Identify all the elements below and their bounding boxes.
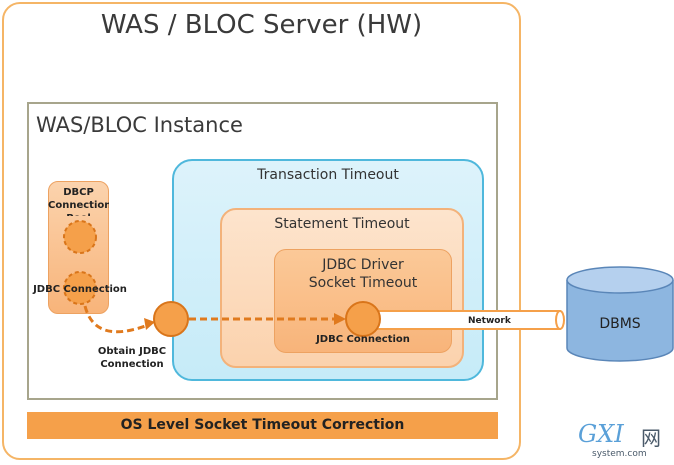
- network-pipe: [371, 310, 561, 330]
- obtain-arrow-head: [144, 318, 155, 330]
- watermark-domain: system.com: [592, 449, 647, 459]
- jdbc-driver-label: JDBC Driver Socket Timeout: [274, 256, 452, 292]
- os-timeout-bar: OS Level Socket Timeout Correction: [27, 412, 498, 439]
- watermark-logo-cjk: 网: [641, 426, 661, 450]
- network-label: Network: [468, 316, 511, 326]
- obtain-label-line2: Connection: [100, 359, 164, 370]
- driver-connection-label: JDBC Connection: [316, 334, 410, 345]
- jdbc-driver-label-line1: JDBC Driver: [322, 257, 404, 273]
- app-connection-circle: [153, 301, 189, 337]
- dbms-cylinder-body: [566, 280, 674, 362]
- driver-arrow-head: [334, 313, 346, 325]
- dbms-cylinder-top: [566, 266, 674, 294]
- obtain-connection-arrow: [83, 305, 149, 334]
- pool-connection-circle-top: [63, 220, 97, 254]
- jdbc-driver-label-line2: Socket Timeout: [308, 275, 418, 291]
- server-title: WAS / BLOC Server (HW): [100, 10, 423, 40]
- transaction-timeout-label: Transaction Timeout: [257, 167, 399, 183]
- statement-timeout-label: Statement Timeout: [274, 216, 410, 232]
- obtain-connection-label: Obtain JDBC Connection: [92, 345, 172, 371]
- connection-pool-label: DBCP Connection Pool: [48, 187, 109, 216]
- dbms-label: DBMS: [599, 316, 641, 332]
- watermark-logo: GXI: [578, 420, 624, 448]
- instance-title: WAS/BLOC Instance: [36, 113, 243, 137]
- driver-connection-circle: [345, 301, 381, 337]
- network-pipe-end: [555, 310, 565, 330]
- server-box: [2, 2, 521, 460]
- pool-connection-label: JDBC Connection: [33, 284, 127, 295]
- obtain-label-line1: Obtain JDBC: [97, 346, 167, 357]
- pool-connection-circle-bottom: [63, 271, 97, 305]
